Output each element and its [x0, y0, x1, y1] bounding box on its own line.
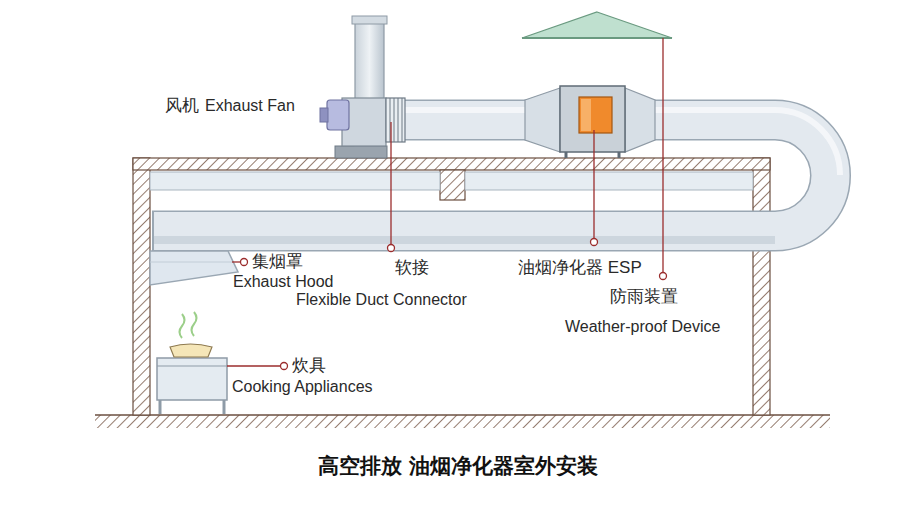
part-label: Exhaust Hood	[233, 273, 334, 291]
esp-leg	[565, 152, 568, 158]
flexible-connector	[386, 98, 405, 142]
roof-slab	[133, 158, 770, 170]
part-label: Cooking Appliances	[232, 378, 373, 396]
connector-ribs	[390, 98, 402, 142]
ground-hatch	[95, 415, 830, 428]
leader-dot	[388, 245, 395, 252]
steam	[180, 312, 197, 338]
leader-line	[593, 130, 594, 238]
duct-end	[152, 211, 154, 251]
part-label: Exhaust Fan	[205, 97, 295, 115]
stove-leg	[223, 400, 226, 414]
leader-dot	[660, 273, 667, 280]
part-label: 防雨装置	[610, 287, 678, 307]
stack-cap	[352, 16, 387, 24]
duct-outline	[152, 120, 831, 231]
duct	[153, 120, 831, 231]
roof-beam	[440, 170, 465, 200]
part-label: 炊具	[292, 356, 326, 376]
stove-detail	[157, 366, 227, 367]
part-label: Flexible Duct Connector	[296, 291, 467, 309]
esp-outlet	[625, 88, 655, 152]
weather-proof-roof	[522, 12, 672, 38]
leader-line	[662, 38, 663, 272]
part-label: 油烟净化器 ESP	[518, 258, 642, 278]
esp-inlet	[525, 88, 560, 152]
esp-body	[560, 86, 625, 152]
ground-line	[95, 414, 830, 416]
ceiling-duct	[465, 172, 753, 190]
right-wall	[753, 158, 770, 415]
exhaust-hood	[150, 251, 238, 285]
esp-panel	[579, 97, 612, 133]
stove	[157, 358, 227, 400]
leader-dot	[591, 239, 598, 246]
leader-line	[390, 122, 391, 244]
leader-line	[227, 365, 280, 366]
fan-base	[335, 146, 387, 158]
hood-detail	[150, 262, 232, 263]
wok	[170, 344, 212, 357]
motor-shaft	[320, 108, 328, 122]
esp-panel-shine	[581, 99, 591, 131]
fan-motor	[327, 100, 349, 130]
part-label: 风机	[165, 96, 199, 116]
part-label: Weather-proof Device	[565, 318, 720, 336]
caption: 高空排放 油烟净化器室外安装	[318, 452, 598, 480]
part-label: 集烟罩	[252, 252, 303, 272]
leader-dot	[241, 259, 248, 266]
leader-line	[232, 261, 240, 262]
weather-proof-edge	[522, 37, 672, 39]
leader-dot	[281, 363, 288, 370]
esp-leg	[618, 152, 621, 158]
ceiling-duct	[150, 172, 440, 190]
left-wall	[133, 158, 150, 415]
stove-leg	[159, 400, 162, 414]
duct-shade	[153, 236, 775, 244]
part-label: 软接	[395, 258, 429, 278]
